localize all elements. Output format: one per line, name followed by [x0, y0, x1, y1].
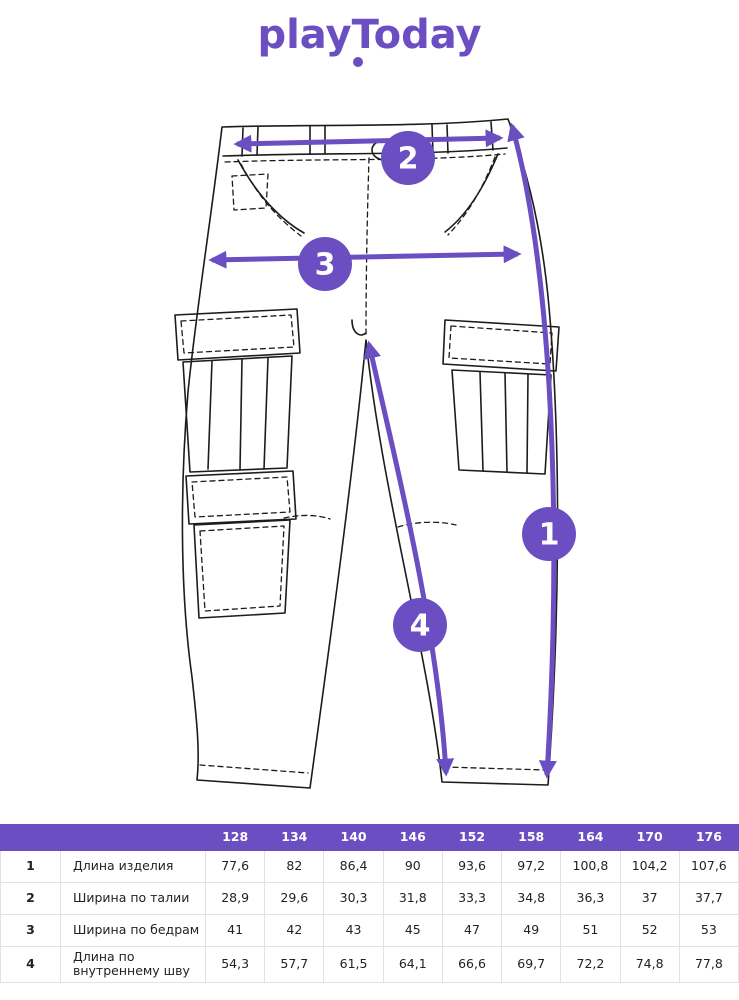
value-cell: 34,8 [501, 882, 562, 915]
value-cell: 107,6 [678, 850, 739, 883]
pants-outline [181, 118, 559, 789]
size-col-140: 140 [323, 824, 384, 851]
size-col-164: 164 [560, 824, 621, 851]
brand-logo: playToday [0, 0, 739, 72]
measurement-badges: 2 3 1 4 [298, 131, 576, 652]
value-cell: 43 [323, 914, 384, 947]
table-row-hips: 3 Ширина по бедрам 41 42 43 45 47 49 51 … [0, 914, 739, 947]
brand-logo-dot-icon [352, 57, 363, 67]
row-label: Ширина по талии [60, 882, 206, 915]
size-col-146: 146 [382, 824, 443, 851]
header-empty-num [0, 824, 61, 851]
table-row-waist: 2 Ширина по талии 28,9 29,6 30,3 31,8 33… [0, 882, 739, 915]
value-cell: 64,1 [382, 946, 443, 983]
size-col-158: 158 [501, 824, 562, 851]
value-cell: 42 [264, 914, 325, 947]
size-col-170: 170 [619, 824, 680, 851]
value-cell: 104,2 [619, 850, 680, 883]
badge-4-number: 4 [410, 609, 431, 644]
value-cell: 37,7 [678, 882, 739, 915]
measure-arrow-length [507, 122, 557, 779]
value-cell: 53 [678, 914, 739, 947]
pants-size-diagram: 2 3 1 4 [0, 72, 739, 802]
value-cell: 49 [501, 914, 562, 947]
badge-2-circle [381, 131, 435, 185]
value-cell: 100,8 [560, 850, 621, 883]
value-cell: 54,3 [204, 946, 266, 983]
value-cell: 82 [264, 850, 325, 883]
value-cell: 47 [441, 914, 503, 947]
badge-3-number: 3 [315, 248, 336, 283]
size-col-128: 128 [204, 824, 266, 851]
value-cell: 52 [619, 914, 680, 947]
value-cell: 77,8 [678, 946, 739, 983]
value-cell: 41 [204, 914, 266, 947]
badge-2-number: 2 [398, 142, 419, 177]
measurement-arrows [208, 122, 557, 779]
row-number: 2 [0, 882, 61, 915]
value-cell: 61,5 [323, 946, 384, 983]
measure-arrow-inseam [363, 340, 455, 777]
badge-4-circle [393, 598, 447, 652]
row-number: 4 [0, 946, 61, 983]
value-cell: 86,4 [323, 850, 384, 883]
row-label: Длина изделия [60, 850, 206, 883]
value-cell: 28,9 [204, 882, 266, 915]
size-col-176: 176 [678, 824, 739, 851]
value-cell: 29,6 [264, 882, 325, 915]
table-row-inseam: 4 Длина по внутреннему шву 54,3 57,7 61,… [0, 946, 739, 983]
value-cell: 57,7 [264, 946, 325, 983]
badge-1-number: 1 [539, 518, 560, 553]
value-cell: 69,7 [501, 946, 562, 983]
row-label: Ширина по бедрам [60, 914, 206, 947]
value-cell: 97,2 [501, 850, 562, 883]
value-cell: 30,3 [323, 882, 384, 915]
value-cell: 45 [382, 914, 443, 947]
value-cell: 77,6 [204, 850, 266, 883]
table-row-length: 1 Длина изделия 77,6 82 86,4 90 93,6 97,… [0, 850, 739, 883]
value-cell: 93,6 [441, 850, 503, 883]
header-empty-label [60, 824, 206, 851]
value-cell: 72,2 [560, 946, 621, 983]
value-cell: 33,3 [441, 882, 503, 915]
badge-3-circle [298, 237, 352, 291]
row-number: 1 [0, 850, 61, 883]
value-cell: 51 [560, 914, 621, 947]
size-table-header-row: 128 134 140 146 152 158 164 170 176 [0, 824, 739, 851]
value-cell: 31,8 [382, 882, 443, 915]
size-col-134: 134 [264, 824, 325, 851]
value-cell: 74,8 [619, 946, 680, 983]
brand-logo-text: playToday [257, 12, 482, 58]
value-cell: 90 [382, 850, 443, 883]
value-cell: 36,3 [560, 882, 621, 915]
value-cell: 66,6 [441, 946, 503, 983]
value-cell: 37 [619, 882, 680, 915]
pants-diagram-svg: 2 3 1 4 [174, 118, 576, 789]
measure-arrow-waist [233, 129, 504, 153]
badge-1-circle [522, 507, 576, 561]
measure-arrow-hips [208, 245, 522, 269]
row-label: Длина по внутреннему шву [60, 946, 206, 983]
size-table: 128 134 140 146 152 158 164 170 176 1 Дл… [0, 824, 739, 983]
row-number: 3 [0, 914, 61, 947]
size-col-152: 152 [441, 824, 503, 851]
